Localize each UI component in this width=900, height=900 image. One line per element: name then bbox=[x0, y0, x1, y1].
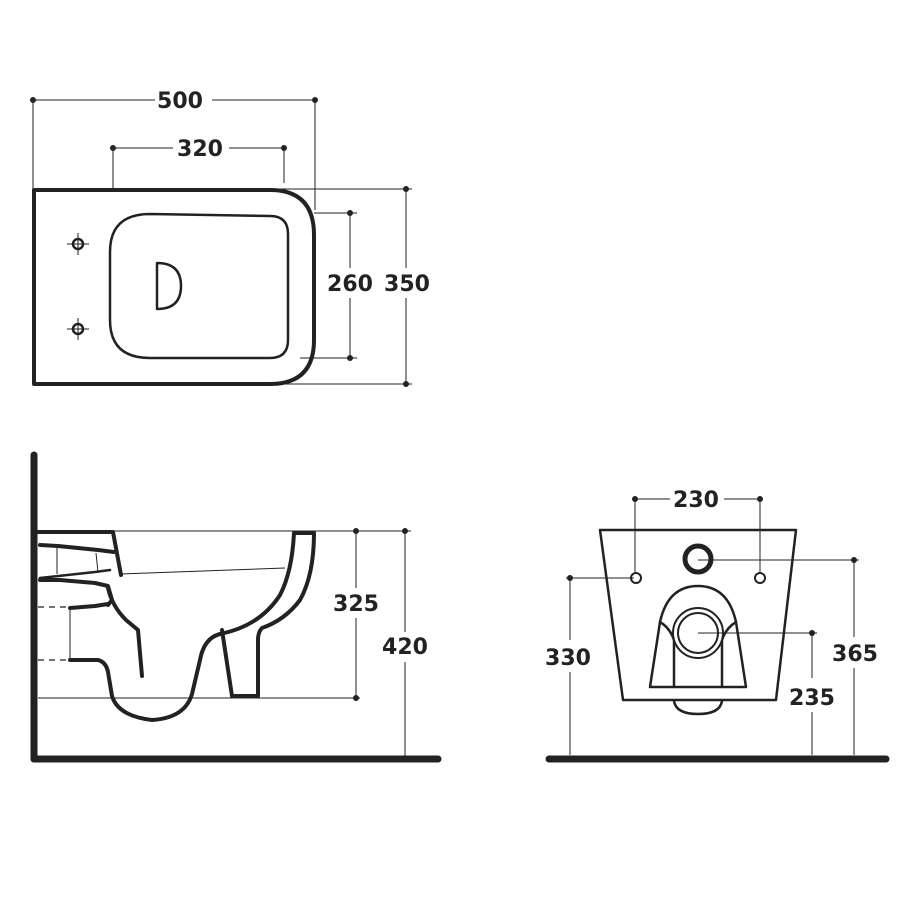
bowl-outer bbox=[68, 531, 316, 722]
outlet-housing bbox=[648, 584, 748, 689]
dimension-260: 260 bbox=[300, 210, 373, 361]
dim-label-rim-height: 420 bbox=[382, 635, 428, 660]
dim-label-inlet-height: 365 bbox=[832, 642, 878, 667]
top-view: 500 320 bbox=[30, 89, 430, 387]
rear-view: 230 330 365 bbox=[545, 488, 890, 763]
fixing-hole-top bbox=[67, 233, 89, 255]
dim-label-overall-width: 350 bbox=[384, 272, 430, 297]
bowl-inner bbox=[106, 586, 144, 678]
fixing-hole-bottom bbox=[67, 318, 89, 340]
dimension-365: 365 bbox=[698, 557, 878, 755]
dim-label-outlet-height: 235 bbox=[789, 686, 835, 711]
dim-label-bowl-height: 325 bbox=[333, 592, 379, 617]
bowl-opening bbox=[108, 212, 290, 360]
dim-label-fixing-span: 320 bbox=[177, 137, 223, 162]
dimension-325: 325 bbox=[315, 528, 379, 701]
water-inlet bbox=[682, 543, 714, 575]
dimension-420: 420 bbox=[360, 528, 428, 756]
dim-label-fixing-hole-height: 330 bbox=[545, 646, 591, 671]
dimension-320: 320 bbox=[110, 137, 287, 190]
dimension-500: 500 bbox=[30, 89, 318, 210]
dimension-350: 350 bbox=[270, 186, 430, 387]
dim-label-fixing-hole-spacing: 230 bbox=[673, 488, 719, 513]
rear-body-outline bbox=[598, 528, 798, 702]
toilet-top-outline bbox=[32, 188, 316, 386]
dimension-230: 230 bbox=[632, 488, 763, 578]
rear-fixing-hole-right bbox=[754, 572, 766, 584]
flush-outlet-shape bbox=[155, 261, 183, 311]
dim-label-overall-length: 500 bbox=[157, 89, 203, 114]
side-view: 325 420 bbox=[30, 451, 442, 763]
rim-left bbox=[36, 530, 123, 577]
dim-label-bowl-opening-width: 260 bbox=[327, 272, 373, 297]
dimension-235: 235 bbox=[698, 630, 835, 755]
dimension-330: 330 bbox=[545, 575, 634, 755]
